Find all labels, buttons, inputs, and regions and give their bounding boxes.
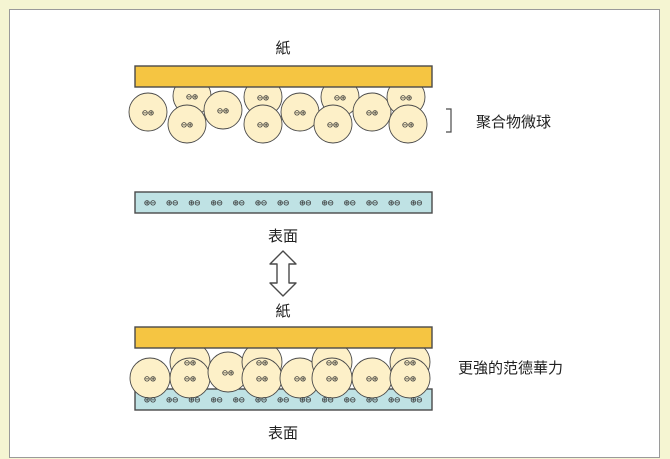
- surface-charge-symbol: ⊕⊖: [144, 395, 156, 406]
- sphere-charge-symbol: ⊖⊕: [256, 374, 268, 385]
- sphere-charge-symbol: ⊖⊕: [326, 374, 338, 385]
- sphere-charge-symbol: ⊖⊕: [400, 93, 412, 104]
- surface-charge-symbol: ⊕⊖: [366, 198, 378, 209]
- surface-charges-bottom: ⊕⊖ ⊕⊖ ⊕⊖ ⊕⊖ ⊕⊖ ⊕⊖ ⊕⊖ ⊕⊖ ⊕⊖ ⊕⊖ ⊕⊖ ⊕⊖ ⊕⊖: [144, 395, 422, 406]
- surface-charge-symbol: ⊕⊖: [255, 395, 267, 406]
- microsphere: [167, 104, 207, 144]
- sphere-charge-symbol: ⊖⊕: [186, 92, 198, 103]
- sphere-charge-symbol: ⊖⊕: [181, 120, 193, 131]
- sphere-charge-symbol: ⊖⊕: [404, 358, 416, 369]
- surface-charge-symbol: ⊕⊖: [388, 198, 400, 209]
- surface-label-top: 表面: [268, 227, 298, 245]
- sphere-charge-symbol: ⊖⊕: [402, 120, 414, 131]
- surface-charge-symbol: ⊕⊖: [166, 395, 178, 406]
- surface-charge-symbol: ⊕⊖: [344, 198, 356, 209]
- microsphere: [203, 90, 243, 130]
- surface-charge-symbol: ⊕⊖: [188, 395, 200, 406]
- microspheres-bracket: [446, 108, 452, 133]
- sphere-charge-symbol: ⊖⊕: [334, 93, 346, 104]
- surface-charge-symbol: ⊕⊖: [277, 198, 289, 209]
- sphere-charge-symbol: ⊖⊕: [257, 93, 269, 104]
- microsphere: [352, 92, 392, 132]
- paper-bar-top: [134, 65, 433, 88]
- sphere-charge-symbol: ⊖⊕: [366, 374, 378, 385]
- microsphere: [389, 357, 431, 399]
- surface-charge-symbol: ⊕⊖: [211, 395, 223, 406]
- vdw-label: 更強的范德華力: [458, 359, 563, 377]
- microsphere: [313, 104, 353, 144]
- sphere-charge-symbol: ⊖⊕: [144, 374, 156, 385]
- surface-charge-symbol: ⊕⊖: [344, 395, 356, 406]
- surface-charge-symbol: ⊕⊖: [166, 198, 178, 209]
- sphere-charge-symbol: ⊖⊕: [217, 106, 229, 117]
- sphere-charge-symbol: ⊖⊕: [366, 108, 378, 119]
- double-arrow-icon: [269, 250, 297, 297]
- sphere-charge-symbol: ⊖⊕: [222, 368, 234, 379]
- surface-label-bottom: 表面: [268, 424, 298, 442]
- surface-charge-symbol: ⊕⊖: [366, 395, 378, 406]
- surface-charge-symbol: ⊕⊖: [410, 395, 422, 406]
- surface-charge-symbol: ⊕⊖: [322, 198, 334, 209]
- surface-charge-symbol: ⊕⊖: [233, 395, 245, 406]
- paper-bar-bottom: [134, 326, 433, 349]
- surface-charge-symbol: ⊕⊖: [388, 395, 400, 406]
- surface-charge-symbol: ⊕⊖: [299, 198, 311, 209]
- surface-charge-symbol: ⊕⊖: [211, 198, 223, 209]
- surface-charge-symbol: ⊕⊖: [322, 395, 334, 406]
- surface-charges-top: ⊕⊖ ⊕⊖ ⊕⊖ ⊕⊖ ⊕⊖ ⊕⊖ ⊕⊖ ⊕⊖ ⊕⊖ ⊕⊖ ⊕⊖ ⊕⊖ ⊕⊖: [144, 198, 422, 209]
- paper-label-top: 紙: [275, 39, 290, 57]
- sphere-charge-symbol: ⊖⊕: [294, 374, 306, 385]
- surface-charge-symbol: ⊕⊖: [277, 395, 289, 406]
- surface-charge-symbol: ⊕⊖: [410, 198, 422, 209]
- microsphere: [243, 104, 283, 144]
- surface-charge-symbol: ⊕⊖: [233, 198, 245, 209]
- surface-charge-symbol: ⊕⊖: [299, 395, 311, 406]
- surface-bar-top: [134, 191, 433, 214]
- microsphere: [388, 104, 428, 144]
- sphere-charge-symbol: ⊖⊕: [184, 374, 196, 385]
- surface-charge-symbol: ⊕⊖: [144, 198, 156, 209]
- microspheres-label: 聚合物微球: [476, 113, 551, 131]
- sphere-charge-symbol: ⊖⊕: [327, 120, 339, 131]
- sphere-charge-symbol: ⊖⊕: [142, 108, 154, 119]
- surface-charge-symbol: ⊕⊖: [255, 198, 267, 209]
- paper-label-bottom: 紙: [275, 302, 290, 320]
- sphere-charge-symbol: ⊖⊕: [256, 358, 268, 369]
- microspheres-bottom: ⊖⊕ ⊖⊕ ⊖⊕ ⊖⊕ ⊖⊕ ⊖⊕ ⊖⊕ ⊖⊕ ⊖⊕ ⊖⊕ ⊖⊕ ⊖⊕: [129, 341, 431, 399]
- microsphere: [128, 92, 168, 132]
- sphere-charge-symbol: ⊖⊕: [184, 358, 196, 369]
- surface-charge-symbol: ⊕⊖: [188, 198, 200, 209]
- sphere-charge-symbol: ⊖⊕: [257, 120, 269, 131]
- sphere-charge-symbol: ⊖⊕: [326, 358, 338, 369]
- sphere-charge-symbol: ⊖⊕: [294, 108, 306, 119]
- sphere-charge-symbol: ⊖⊕: [404, 374, 416, 385]
